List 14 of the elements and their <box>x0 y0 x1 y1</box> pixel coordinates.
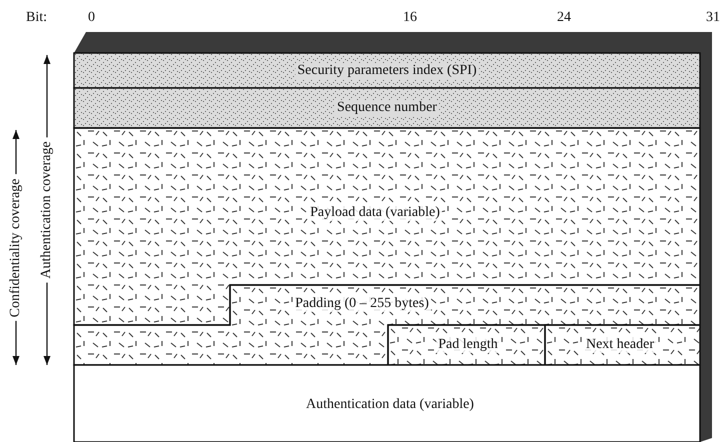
bit-label: Bit: <box>26 10 48 26</box>
bit-number: 31 <box>706 10 720 26</box>
bit-number: 24 <box>557 10 571 26</box>
field-label: Padding (0 – 255 bytes) <box>293 296 431 312</box>
field-label: Next header <box>584 337 656 353</box>
coverage-label: Confidentiality coverage <box>8 178 24 317</box>
field-label: Sequence number <box>335 100 439 116</box>
field-label: Security parameters index (SPI) <box>295 63 479 79</box>
bit-number: 0 <box>88 10 95 26</box>
bit-number: 16 <box>403 10 417 26</box>
field-label: Payload data (variable) <box>308 205 442 221</box>
coverage-label: Authentication coverage <box>39 141 55 279</box>
field-label: Authentication data (variable) <box>305 397 475 413</box>
field-label: Pad length <box>436 337 500 353</box>
